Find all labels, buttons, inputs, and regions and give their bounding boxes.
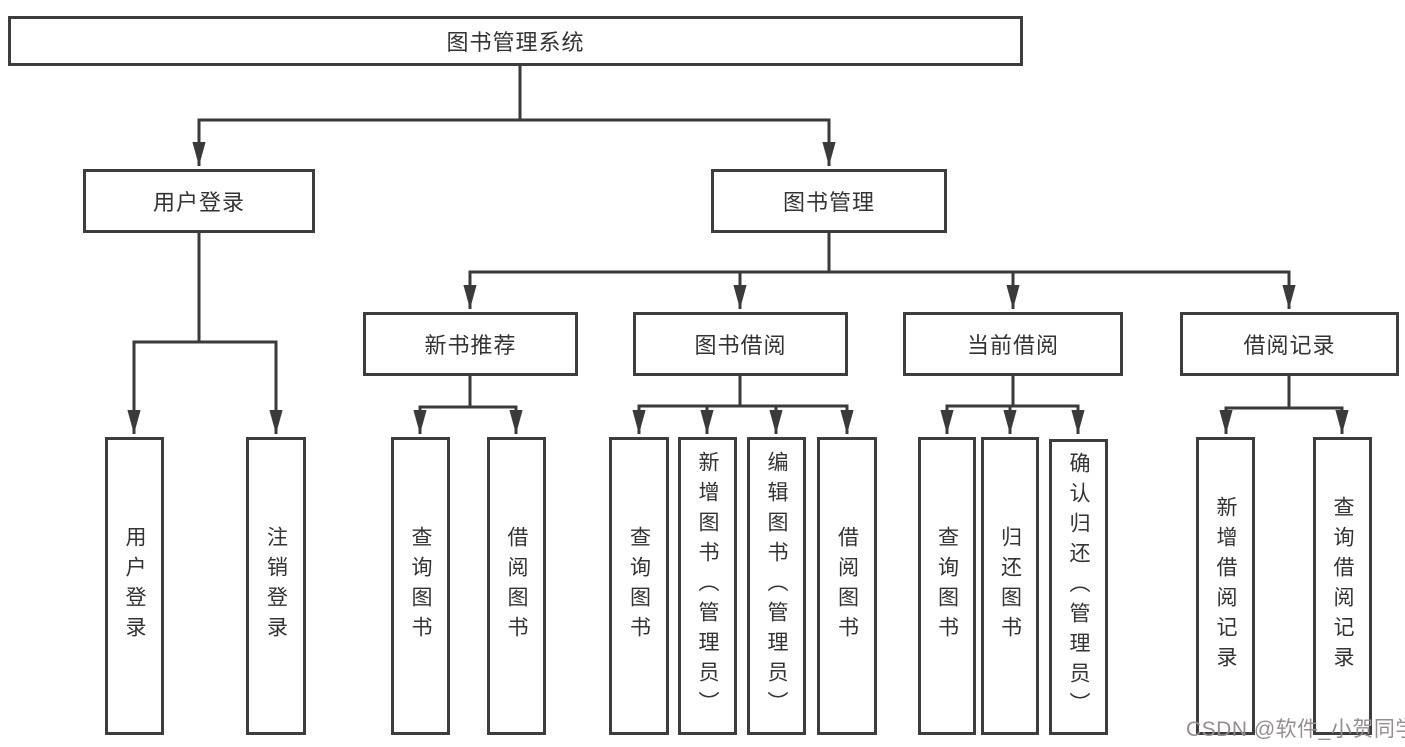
node-new-book-recommendation: 新书推荐 [363,312,578,376]
node-book-borrowing: 图书借阅 [633,312,848,376]
node-borrowing-records: 借阅记录 [1180,312,1399,376]
leaf-user-login: 用户登录 [105,437,164,735]
leaf-confirm-return-admin: 确认归还（管理员） [1049,439,1108,735]
leaf-query-books-current: 查询图书 [918,437,976,735]
leaf-add-borrow-record: 新增借阅记录 [1196,437,1255,735]
leaf-borrow-books-recommend: 借阅图书 [487,437,546,735]
leaf-query-books-recommend: 查询图书 [391,437,450,735]
node-book-management: 图书管理 [711,169,947,233]
leaf-query-borrow-record: 查询借阅记录 [1313,437,1372,735]
leaf-borrow-books: 借阅图书 [817,437,877,735]
node-user-login: 用户登录 [83,169,315,233]
leaf-edit-books-admin: 编辑图书（管理员） [747,437,806,735]
leaf-query-books-borrow: 查询图书 [609,437,669,735]
leaf-return-books: 归还图书 [981,437,1039,735]
watermark: CSDN @软件_小贺同学 [1186,718,1405,741]
leaf-logout: 注销登录 [246,437,306,735]
node-book-management-system: 图书管理系统 [8,16,1023,66]
node-current-borrowing: 当前借阅 [903,312,1123,376]
leaf-add-books-admin: 新增图书（管理员） [678,437,737,735]
